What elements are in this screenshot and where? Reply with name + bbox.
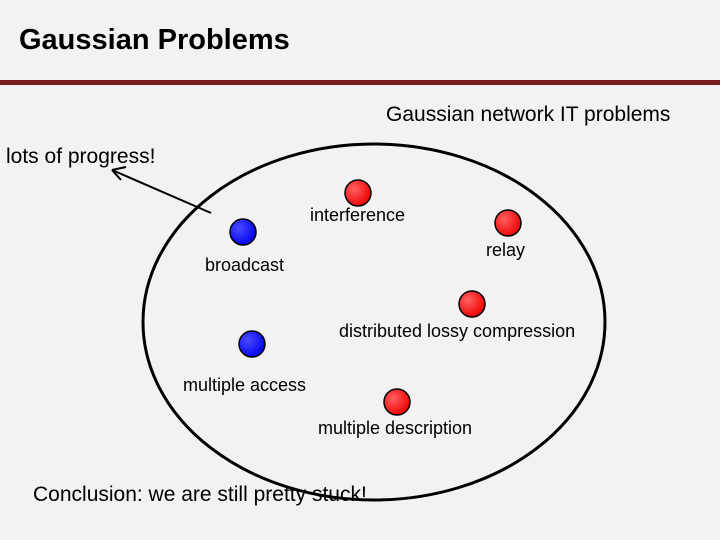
multiple-description-dot <box>383 388 411 416</box>
distributed-lossy-compression-dot <box>458 290 486 318</box>
broadcast-dot <box>229 218 257 246</box>
problem-label-broadcast: broadcast <box>205 255 285 275</box>
title-rule <box>0 80 720 85</box>
progress-note: lots of progress! <box>6 145 156 168</box>
multiple-access-dot <box>238 330 266 358</box>
slide-title: Gaussian Problems <box>19 24 290 56</box>
header-label: Gaussian network IT problems <box>386 103 671 126</box>
problem-label-multiple-access: multiple access <box>183 375 307 395</box>
problem-label-relay: relay <box>486 240 526 260</box>
problem-label-multiple-description: multiple description <box>318 418 473 438</box>
problems-set-ellipse <box>141 142 607 502</box>
interference-dot <box>344 179 372 207</box>
problem-label-interference: interference <box>310 205 406 225</box>
conclusion-text: Conclusion: we are still pretty stuck! <box>33 483 367 506</box>
progress-arrow <box>111 166 212 214</box>
relay-dot <box>494 209 522 237</box>
problem-label-distributed-lossy-compression: distributed lossy compression <box>339 321 576 341</box>
